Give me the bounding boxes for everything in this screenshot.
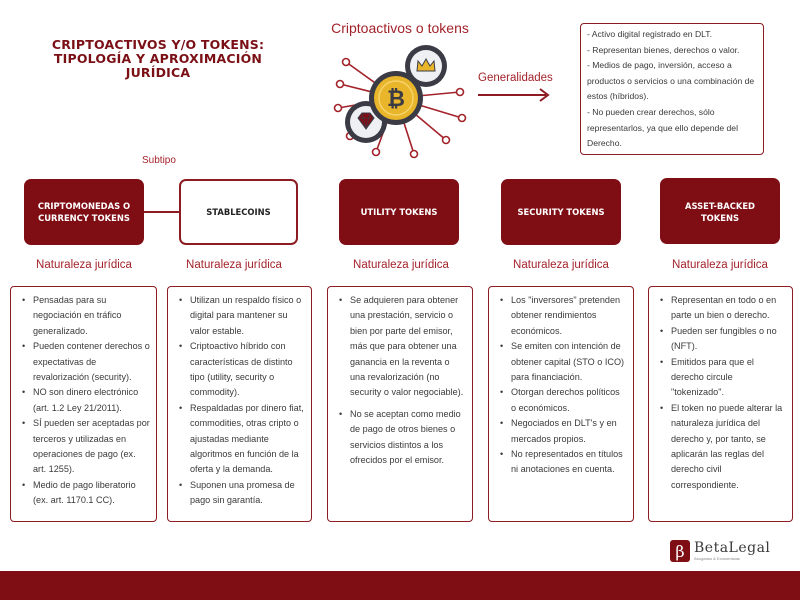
bitcoin-coin-icon: ₿ [369, 71, 423, 125]
betalegal-logo: β BetaLegal Abogados & Economistas [670, 538, 775, 564]
nature-label: Naturaleza jurídica [672, 259, 768, 271]
list-item: Criptoactivo híbrido con características… [176, 339, 305, 401]
generalidades-item: - Medios de pago, inversión, acceso a pr… [587, 60, 755, 102]
list-item: Negociados en DLT's y en mercados propio… [497, 416, 627, 447]
beta-logo-icon: β [670, 540, 690, 562]
logo-name: BetaLegal [694, 539, 771, 556]
list-item: Pueden ser fungibles o no (NFT). [657, 324, 786, 355]
svg-text:₿: ₿ [387, 87, 405, 112]
nature-box-stablecoins: Utilizan un respaldo físico o digital pa… [167, 286, 312, 522]
nature-label: Naturaleza jurídica [186, 259, 282, 271]
nature-label: Naturaleza jurídica [513, 259, 609, 271]
type-card-utility: UTILITY TOKENS [339, 179, 459, 245]
nature-label: Naturaleza jurídica [353, 259, 449, 271]
type-card-stablecoins: STABLECOINS [179, 179, 298, 245]
generalidades-item: - Activo digital registrado en DLT. [587, 29, 712, 39]
list-item: No representados en títulos ni anotacion… [497, 447, 627, 478]
nature-box-utility: Se adquieren para obtener una prestación… [327, 286, 473, 522]
nature-box-asset-backed: Representan en todo o en parte un bien o… [648, 286, 793, 522]
hero-title: Criptoactivos o tokens [331, 20, 469, 36]
generalidades-box: - Activo digital registrado en DLT. - Re… [580, 23, 764, 155]
crypto-network-illustration: ₿ [333, 45, 467, 159]
list-item: Se emiten con intención de obtener capit… [497, 339, 627, 385]
generalidades-item: - Representan bienes, derechos o valor. [587, 44, 740, 55]
generalidades-label: Generalidades [478, 72, 553, 84]
page-title: CRIPTOACTIVOS Y/O TOKENS: TIPOLOGÍA Y AP… [51, 37, 265, 80]
list-item: Pensadas para su negociación en tráfico … [19, 293, 150, 339]
generalidades-item: - No pueden crear derechos, sólo represe… [587, 106, 738, 149]
crown-coin-icon [405, 45, 447, 87]
nature-box-criptomonedas: Pensadas para su negociación en tráfico … [10, 286, 157, 522]
svg-text:β: β [675, 542, 684, 561]
list-item: Se adquieren para obtener una prestación… [336, 293, 466, 401]
subtype-connector [144, 211, 180, 213]
subtipo-label: Subtipo [142, 155, 176, 166]
nature-label: Naturaleza jurídica [36, 259, 132, 271]
type-card-security: SECURITY TOKENS [501, 179, 621, 245]
logo-tagline: Abogados & Economistas [694, 555, 740, 561]
type-card-asset-backed: ASSET-BACKED TOKENS [660, 178, 780, 244]
list-item: Medio de pago liberatorio (ex. art. 1170… [19, 478, 150, 509]
list-item: Pueden contener derechos o expectativas … [19, 339, 150, 385]
list-item: Utilizan un respaldo físico o digital pa… [176, 293, 305, 339]
list-item: No se aceptan como medio de pago de otro… [336, 407, 466, 469]
list-item: Otorgan derechos políticos o económicos. [497, 385, 627, 416]
list-item: Representan en todo o en parte un bien o… [657, 293, 786, 324]
list-item: SÍ pueden ser aceptadas por terceros y u… [19, 416, 150, 478]
list-item: Emitidos para que el derecho circule "to… [657, 355, 786, 401]
list-item: Respaldadas por dinero fiat, commodities… [176, 401, 305, 478]
list-item: Suponen una promesa de pago sin garantía… [176, 478, 305, 509]
list-item: NO son dinero electrónico (art. 1.2 Ley … [19, 385, 150, 416]
list-item: El token no puede alterar la naturaleza … [657, 401, 786, 493]
footer-bar [0, 571, 800, 600]
arrow-right-icon [478, 88, 550, 102]
list-item: Los "inversores" pretenden obtener rendi… [497, 293, 627, 339]
nature-box-security: Los "inversores" pretenden obtener rendi… [488, 286, 634, 522]
type-card-criptomonedas: CRIPTOMONEDAS O CURRENCY TOKENS [24, 179, 144, 245]
